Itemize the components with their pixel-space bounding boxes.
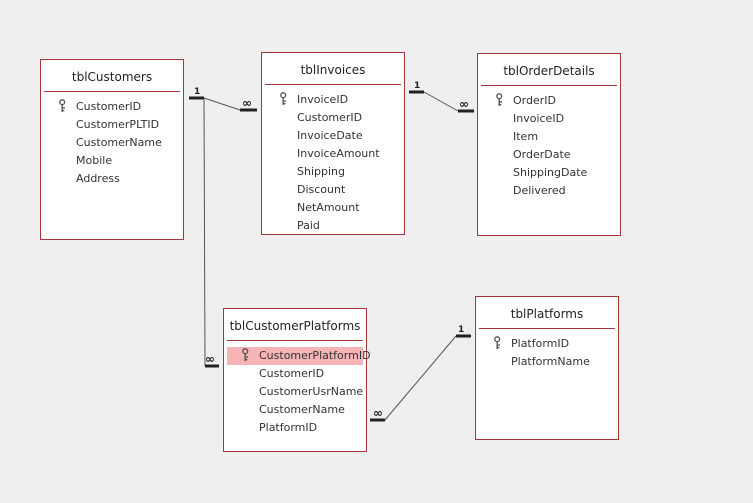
field-row[interactable]: CustomerID — [262, 109, 404, 127]
table-title[interactable]: tblOrderDetails — [503, 64, 595, 78]
table-title[interactable]: tblInvoices — [300, 63, 366, 77]
one-side-label: 1 — [458, 325, 465, 335]
field-name: OrderID — [513, 94, 556, 107]
field-list: PlatformID PlatformName — [476, 329, 618, 371]
field-row[interactable]: CustomerID — [41, 98, 183, 116]
relationship-line — [384, 335, 457, 421]
divider — [44, 91, 180, 92]
table-tblplatforms[interactable]: tblPlatforms PlatformID PlatformName — [475, 296, 619, 440]
field-row[interactable]: Mobile — [41, 152, 183, 170]
field-list: CustomerPlatformID CustomerID CustomerUsrN… — [224, 341, 371, 437]
field-row[interactable]: Address — [41, 170, 183, 188]
table-title[interactable]: tblCustomerPlatforms — [229, 319, 361, 333]
field-row[interactable]: Delivered — [478, 182, 620, 200]
field-row[interactable]: Paid — [262, 217, 404, 235]
field-name: InvoiceID — [513, 112, 565, 125]
field-name: InvoiceAmount — [297, 147, 380, 160]
field-row[interactable]: CustomerPLTID — [41, 116, 183, 134]
field-row[interactable]: CustomerPlatformID — [227, 347, 371, 365]
field-row[interactable]: InvoiceID — [478, 110, 620, 128]
field-name: Mobile — [76, 154, 113, 167]
relationship-invoices-orderdetails[interactable] — [409, 90, 474, 113]
field-name: CustomerPlatformID — [259, 349, 371, 362]
field-row[interactable]: CustomerName — [41, 134, 183, 152]
table-title[interactable]: tblPlatforms — [510, 307, 584, 321]
many-side-label: ∞ — [242, 96, 252, 110]
field-row[interactable]: OrderDate — [478, 146, 620, 164]
relationship-line — [203, 97, 206, 367]
relationship-customers-invoices[interactable] — [189, 96, 257, 112]
field-row[interactable]: CustomerID — [224, 365, 366, 383]
relationship-line — [423, 91, 459, 112]
field-name: PlatformID — [511, 337, 570, 350]
field-name: PlatformID — [259, 421, 318, 434]
field-name: PlatformName — [511, 355, 590, 368]
field-row[interactable]: Discount — [262, 181, 404, 199]
relationship-customers-customerplatforms[interactable] — [203, 97, 219, 368]
table-tblinvoices[interactable]: tblInvoices InvoiceID CustomerID InvoiceDa… — [261, 52, 405, 235]
field-row[interactable]: CustomerName — [224, 401, 366, 419]
field-row[interactable]: PlatformID — [476, 335, 618, 353]
field-name: CustomerName — [259, 403, 345, 416]
field-row[interactable]: PlatformName — [476, 353, 618, 371]
field-row[interactable]: OrderID — [478, 92, 620, 110]
field-name: CustomerUsrName — [259, 385, 364, 398]
field-row[interactable]: PlatformID — [224, 419, 366, 437]
field-row[interactable]: CustomerUsrName — [224, 383, 366, 401]
primary-key-icon — [242, 348, 249, 361]
primary-key-icon — [280, 92, 287, 105]
one-side-label: 1 — [414, 81, 421, 91]
primary-key-icon — [496, 93, 503, 106]
relationship-customerplatforms-platforms[interactable] — [370, 334, 471, 422]
field-row[interactable]: NetAmount — [262, 199, 404, 217]
field-row[interactable]: InvoiceID — [262, 91, 404, 109]
field-name: Item — [513, 130, 539, 143]
field-name: CustomerID — [297, 111, 363, 124]
field-name: NetAmount — [297, 201, 360, 214]
field-row[interactable]: Item — [478, 128, 620, 146]
many-side-label: ∞ — [205, 352, 215, 366]
field-name: Shipping — [297, 165, 345, 178]
field-name: Address — [76, 172, 120, 185]
field-name: CustomerName — [76, 136, 162, 149]
field-name: CustomerID — [259, 367, 325, 380]
field-name: OrderDate — [513, 148, 571, 161]
field-row[interactable]: InvoiceAmount — [262, 145, 404, 163]
divider — [479, 328, 615, 329]
divider — [265, 84, 401, 85]
many-side-label: ∞ — [459, 97, 469, 111]
primary-key-icon — [59, 99, 66, 112]
field-row[interactable]: ShippingDate — [478, 164, 620, 182]
primary-key-icon — [494, 336, 501, 349]
one-side-label: 1 — [194, 87, 201, 97]
divider — [481, 85, 617, 86]
field-name: Discount — [297, 183, 346, 196]
many-side-label: ∞ — [373, 406, 383, 420]
field-row[interactable]: Shipping — [262, 163, 404, 181]
field-name: InvoiceDate — [297, 129, 363, 142]
divider — [227, 340, 363, 341]
field-name: InvoiceID — [297, 93, 349, 106]
field-name: CustomerPLTID — [76, 118, 160, 131]
field-name: Delivered — [513, 184, 566, 197]
relationship-line — [203, 97, 241, 111]
table-title[interactable]: tblCustomers — [71, 70, 153, 84]
field-name: ShippingDate — [513, 166, 588, 179]
field-name: Paid — [297, 219, 320, 232]
field-name: CustomerID — [76, 100, 142, 113]
field-row[interactable]: InvoiceDate — [262, 127, 404, 145]
